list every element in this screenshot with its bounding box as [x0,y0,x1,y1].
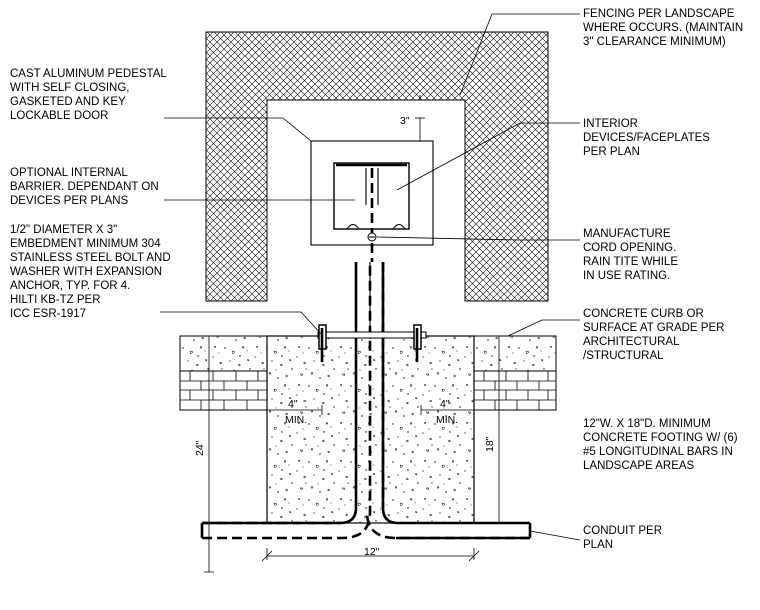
pedestal [310,140,434,339]
note-fencing: FENCING PER LANDSCAPE WHERE OCCURS. (MAI… [583,8,746,48]
note-concrete-footing: 12"W. X 18"D. MINIMUM CONCRETE FOOTING W… [583,418,741,472]
dim-min-left-value: 4" [288,398,298,410]
curb-left [179,335,268,411]
note-interior-devices: INTERIOR DEVICES/FACEPLATES PER PLAN [583,118,713,158]
dim-height-24in: 24" [194,440,206,456]
note-anchor-bolt: 1/2" DIAMETER X 3" EMBEDMENT MINIMUM 304… [10,224,174,320]
curb-right [473,335,557,411]
dim-min-right-label: MIN. [436,414,458,426]
note-internal-barrier: OPTIONAL INTERNAL BARRIER. DEPENDANT ON … [10,167,162,207]
note-concrete-curb: CONCRETE CURB OR SURFACE AT GRADE PER AR… [583,308,728,362]
dim-min-left-label: MIN. [285,414,307,426]
dim-height-18in: 18" [484,436,496,452]
dim-width-12in: 12" [364,546,380,558]
dim-clearance-3in: 3" [400,115,410,127]
dim-min-right-value: 4" [440,398,450,410]
conduit [200,262,532,540]
fence-hatch [205,31,549,302]
note-conduit: CONDUIT PER PLAN [583,525,665,551]
note-cord-opening: MANUFACTURE CORD OPENING. RAIN TITE WHIL… [583,228,681,282]
leader-lines [160,13,581,541]
dimension-lines [180,95,504,573]
note-pedestal: CAST ALUMINUM PEDESTAL WITH SELF CLOSING… [10,68,170,122]
anchor-bolts [318,324,422,362]
